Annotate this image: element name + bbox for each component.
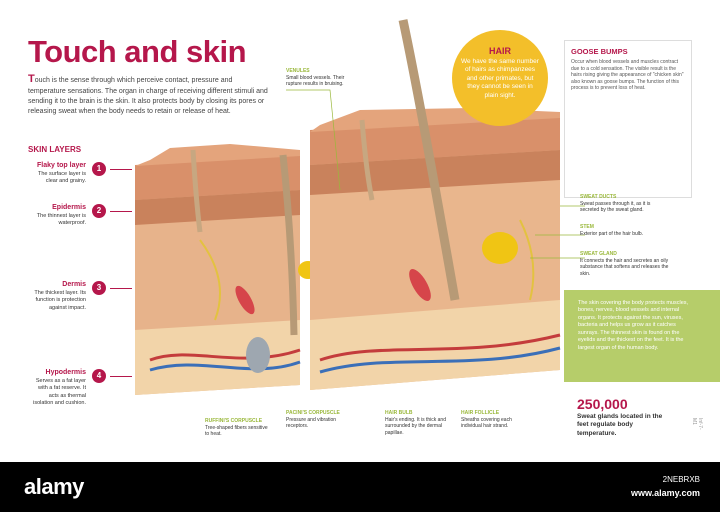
callout-text: Sweat passes through it, as it is secret… xyxy=(580,200,651,214)
stat-text: Sweat glands located in the feet regulat… xyxy=(577,413,663,437)
callout-title: VENULES xyxy=(286,68,310,74)
goose-bumps-text: Occur when blood vessels and muscles con… xyxy=(571,59,684,91)
layer-number: 2 xyxy=(92,204,106,218)
hair-info-circle: HAIR We have the same number of hairs as… xyxy=(452,30,548,126)
callout-text: Exterior part of the hair bulb. xyxy=(580,230,644,237)
image-id: 2NEBRXB xyxy=(662,475,700,484)
callout-hair-follicle: HAIR FOLLICLE Sheaths covering each indi… xyxy=(461,410,529,430)
goose-bumps-box: GOOSE BUMPS Occur when blood vessels and… xyxy=(564,40,692,198)
layer-connector xyxy=(110,169,132,170)
goose-bumps-title: GOOSE BUMPS xyxy=(571,47,628,56)
callout-stem: STEM Exterior part of the hair bulb. xyxy=(580,224,660,237)
skin-facts-text: The skin covering the body protects musc… xyxy=(578,300,689,351)
intro-text: Touch is the sense through which perceiv… xyxy=(28,72,268,117)
side-code: Inf-7-M1 xyxy=(691,418,703,430)
callout-sweat-ducts: SWEAT DUCTS Sweat passes through it, as … xyxy=(580,194,660,214)
footer-url[interactable]: www.alamy.com xyxy=(630,488,700,498)
layer-connector xyxy=(110,376,132,377)
intro-first-letter: T xyxy=(28,73,35,85)
layer-name: Flaky top layer xyxy=(36,162,86,169)
layer-number: 4 xyxy=(92,369,106,383)
watermark-footer: alamy 2NEBRXB www.alamy.com xyxy=(0,462,720,512)
callout-title: STEM xyxy=(580,224,594,230)
left-skin-block xyxy=(135,144,318,395)
callout-title: RUFFINI'S CORPUSCLE xyxy=(205,418,263,424)
layer-connector xyxy=(110,288,132,289)
layer-name: Hypodermis xyxy=(45,369,86,376)
skin-layers-heading: SKIN LAYERS xyxy=(28,145,82,154)
callout-text: Small blood vessels. Their rupture resul… xyxy=(286,74,345,88)
callout-text: Tree-shaped fibers sensitive to heat. xyxy=(205,424,268,438)
callout-ruffinis: RUFFINI'S CORPUSCLE Tree-shaped fibers s… xyxy=(205,418,273,438)
layer-desc: The thinnest layer is waterproof. xyxy=(36,213,86,227)
callout-text: Pressure and vibration receptors. xyxy=(286,416,337,430)
layer-name: Epidermis xyxy=(52,204,86,211)
right-skin-block xyxy=(310,108,561,390)
intro-body: ouch is the sense through which perceive… xyxy=(28,77,268,115)
callout-title: SWEAT GLAND xyxy=(580,251,617,257)
layer-connector xyxy=(110,211,132,212)
callout-title: HAIR FOLLICLE xyxy=(461,410,500,416)
layer-number: 3 xyxy=(92,281,106,295)
skin-facts-panel: The skin covering the body protects musc… xyxy=(564,290,720,382)
callout-sweat-gland: SWEAT GLAND It connects the hair and sec… xyxy=(580,251,670,277)
callout-text: Sheaths covering each individual hair st… xyxy=(461,416,512,430)
callout-hair-bulb: HAIR BULB Hair's ending. It is thick and… xyxy=(385,410,453,436)
callout-title: HAIR BULB xyxy=(385,410,413,416)
callout-title: PACINI'S CORPUSCLE xyxy=(286,410,340,416)
layer-desc: Serves as a fat layer with a fat reserve… xyxy=(33,378,86,407)
callout-title: SWEAT DUCTS xyxy=(580,194,617,200)
stat-number: 250,000 xyxy=(577,396,628,412)
callout-pacinis: PACINI'S CORPUSCLE Pressure and vibratio… xyxy=(286,410,354,430)
layer-desc: The thickest layer. Its function is prot… xyxy=(34,290,86,311)
layer-name: Dermis xyxy=(62,281,86,288)
callout-text: It connects the hair and secretes an oil… xyxy=(580,257,669,277)
hair-title: HAIR xyxy=(489,46,511,56)
callout-text: Hair's ending. It is thick and surrounde… xyxy=(385,416,446,436)
layer-number: 1 xyxy=(92,162,106,176)
callout-venules: VENULES Small blood vessels. Their ruptu… xyxy=(286,68,346,88)
hair-text: We have the same number of hairs as chim… xyxy=(461,58,539,99)
layer-desc: The surface layer is clear and grainy. xyxy=(38,171,86,185)
alamy-logo: alamy xyxy=(24,474,84,499)
page-title: Touch and skin xyxy=(28,34,247,69)
